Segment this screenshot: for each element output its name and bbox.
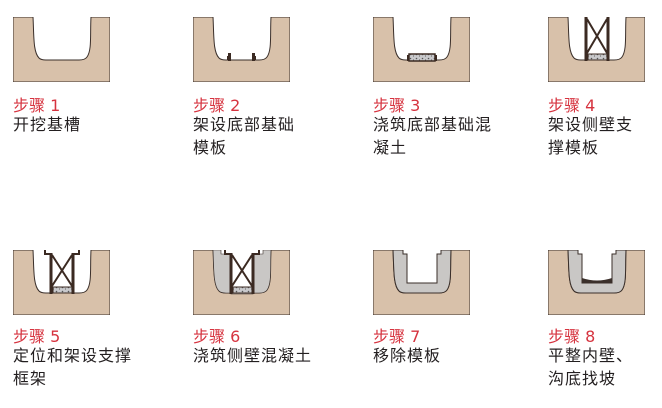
step-description: 架设底部基础 模板 — [193, 115, 296, 157]
step-label: 步骤 3 — [373, 96, 421, 115]
step-description: 移除模板 — [373, 346, 442, 365]
bottom-slope-fill-icon — [582, 278, 612, 283]
step-label: 步骤 7 — [373, 327, 421, 346]
step-label: 步骤 6 — [193, 327, 241, 346]
left-base-form-icon — [228, 53, 231, 61]
step-label: 步骤 5 — [13, 327, 61, 346]
base-concrete-slab-icon — [587, 53, 608, 61]
finished-concrete-channel-icon — [392, 250, 452, 294]
side-wall-concrete-diagram — [193, 250, 290, 315]
support-frame-diagram — [13, 250, 110, 315]
step-label: 步骤 8 — [548, 327, 596, 346]
base-formwork-diagram — [193, 17, 290, 82]
trench-excavation-diagram — [13, 17, 110, 82]
finished-concrete-channel-icon — [567, 250, 627, 294]
step-description: 浇筑底部基础混 凝土 — [373, 115, 493, 157]
side-wall-concrete-icon — [212, 250, 272, 295]
support-frame-icon — [224, 250, 260, 294]
base-concrete-slab-icon — [408, 53, 436, 62]
base-concrete-diagram — [373, 17, 470, 82]
side-support-formwork-icon — [584, 17, 610, 61]
finish-and-slope-diagram — [548, 250, 645, 315]
step-label: 步骤 4 — [548, 96, 596, 115]
step-description: 浇筑侧壁混凝土 — [193, 346, 313, 365]
step-label: 步骤 1 — [13, 96, 61, 115]
step-description: 平整内壁、 沟底找坡 — [548, 346, 634, 388]
step-description: 开挖基槽 — [13, 115, 82, 134]
step-description: 架设侧壁支 撑模板 — [548, 115, 634, 157]
right-base-form-icon — [252, 53, 255, 61]
remove-formwork-diagram — [373, 250, 470, 315]
step-label: 步骤 2 — [193, 96, 241, 115]
base-concrete-slab-icon — [52, 286, 73, 294]
side-formwork-diagram — [548, 17, 645, 82]
step-description: 定位和架设支撑 框架 — [13, 346, 133, 388]
support-frame-icon — [44, 250, 80, 294]
